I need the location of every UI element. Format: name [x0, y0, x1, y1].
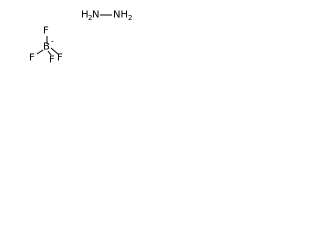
hydrazine-right-nh: NH [113, 10, 128, 21]
boron-charge: - [51, 37, 54, 46]
b-f-left-bond [36, 49, 44, 55]
fluorine-left: F [29, 53, 35, 64]
fluorine-bottom: F [49, 55, 55, 66]
hydrazine-right-subscript: 2 [128, 14, 132, 22]
hydrazine-left-h: H [81, 10, 89, 21]
hydrazine-left-n: N [92, 10, 99, 21]
fluorine-right: F [57, 53, 63, 64]
tetrafluoroborate-anion: F B - F F F [29, 26, 63, 66]
hydrazine-left-subscript: 2 [88, 14, 92, 22]
hydrazine-molecule: H 2 N NH 2 [81, 10, 132, 23]
chemical-structure-canvas: H 2 N NH 2 F B - F F F [29, 10, 132, 66]
b-f-bottom-bond [47, 50, 52, 56]
b-f-right-bond [50, 47, 59, 55]
fluorine-top: F [43, 26, 49, 37]
boron-center: B [43, 42, 50, 53]
